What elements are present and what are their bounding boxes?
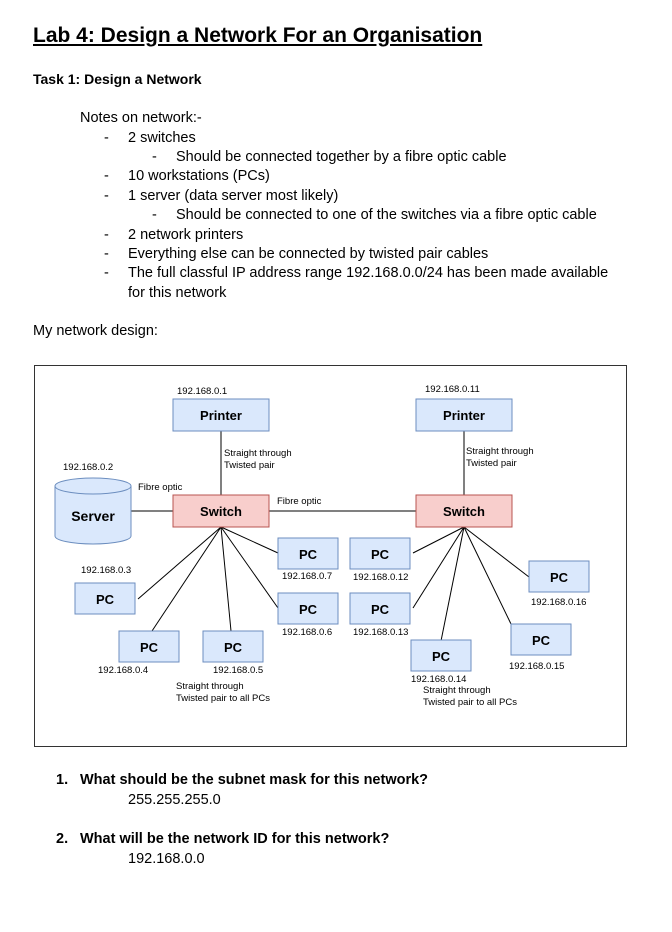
link-sw1-pc3 bbox=[137, 526, 222, 600]
bullet-dash: - bbox=[104, 227, 109, 243]
design-label: My network design: bbox=[33, 323, 158, 339]
question-text: What should be the subnet mask for this … bbox=[80, 772, 429, 788]
label-straight-through: Straight through bbox=[423, 685, 491, 696]
ip-printer-1: 192.168.0.1 bbox=[177, 386, 227, 397]
server-icon bbox=[54, 477, 132, 545]
pc-12-box bbox=[349, 537, 411, 570]
link-sw2-pc15 bbox=[463, 526, 512, 625]
pc-6-box bbox=[277, 592, 339, 625]
list-item: 2 switches bbox=[128, 130, 196, 146]
pc-12-label: PC bbox=[371, 547, 390, 562]
switch-2-box bbox=[415, 494, 513, 528]
list-item: for this network bbox=[128, 285, 227, 301]
switch-2-label: Switch bbox=[443, 504, 485, 519]
label-straight-through: Straight through bbox=[466, 446, 534, 457]
label-fibre-optic-server: Fibre optic bbox=[138, 482, 183, 493]
connection-lines bbox=[131, 431, 530, 642]
pc-7-label: PC bbox=[299, 547, 318, 562]
answer-text: 192.168.0.0 bbox=[128, 851, 205, 867]
switch-1-label: Switch bbox=[200, 504, 242, 519]
printer-2-box bbox=[415, 398, 513, 432]
ip-pc-16: 192.168.0.16 bbox=[531, 597, 586, 608]
list-item: Everything else can be connected by twis… bbox=[128, 246, 489, 262]
bullet-dash: - bbox=[104, 246, 109, 262]
list-item: 2 network printers bbox=[128, 227, 244, 243]
bullet-dash: - bbox=[104, 265, 109, 281]
pc-13-box bbox=[349, 592, 411, 625]
pc-5-box bbox=[202, 630, 264, 663]
pc-16-label: PC bbox=[550, 570, 569, 585]
ip-pc-4: 192.168.0.4 bbox=[98, 665, 148, 676]
ip-server: 192.168.0.2 bbox=[63, 462, 113, 473]
pc-4-label: PC bbox=[140, 640, 159, 655]
link-sw1-pc5 bbox=[220, 526, 232, 632]
question-number: 2. bbox=[56, 831, 69, 847]
label-twisted-pair: Twisted pair bbox=[466, 458, 517, 469]
pc-15-box bbox=[510, 623, 572, 656]
pc-13-label: PC bbox=[371, 602, 390, 617]
pc-3-box bbox=[74, 582, 136, 615]
link-sw2-pc16 bbox=[463, 526, 530, 578]
question-number: 1. bbox=[56, 772, 69, 788]
question-text: What will be the network ID for this net… bbox=[80, 831, 390, 847]
label-straight-through: Straight through bbox=[176, 681, 244, 692]
link-sw1-pc7 bbox=[220, 526, 279, 554]
label-fibre-optic-switches: Fibre optic bbox=[277, 496, 322, 507]
ip-pc-12: 192.168.0.12 bbox=[353, 572, 408, 583]
server-label: Server bbox=[71, 508, 115, 524]
link-sw1-pc4 bbox=[151, 526, 222, 632]
bullet-dash: - bbox=[104, 168, 109, 184]
label-straight-through: Straight through bbox=[224, 448, 292, 459]
ip-pc-7: 192.168.0.7 bbox=[282, 571, 332, 582]
link-sw1-pc6 bbox=[220, 526, 279, 609]
list-item: Should be connected together by a fibre … bbox=[176, 149, 507, 165]
ip-pc-14: 192.168.0.14 bbox=[411, 674, 466, 685]
pc-7-box bbox=[277, 537, 339, 570]
pc-16-box bbox=[528, 560, 590, 593]
list-item: The full classful IP address range 192.1… bbox=[128, 265, 609, 281]
printer-2-label: Printer bbox=[443, 408, 485, 423]
notes-heading: Notes on network:- bbox=[80, 110, 202, 126]
printer-1-box bbox=[172, 398, 270, 432]
label-twisted-pair: Twisted pair bbox=[224, 460, 275, 471]
link-sw2-pc13 bbox=[412, 526, 465, 609]
pc-3-label: PC bbox=[96, 592, 115, 607]
ip-printer-2: 192.168.0.11 bbox=[425, 384, 480, 395]
bullet-dash: - bbox=[152, 207, 157, 223]
ip-pc-13: 192.168.0.13 bbox=[353, 627, 408, 638]
link-sw2-pc12 bbox=[412, 526, 465, 554]
bullet-dash: - bbox=[104, 130, 109, 146]
bullet-dash: - bbox=[152, 149, 157, 165]
ip-pc-5: 192.168.0.5 bbox=[213, 665, 263, 676]
bullet-dash: - bbox=[104, 188, 109, 204]
answer-text: 255.255.255.0 bbox=[128, 792, 221, 808]
pc-14-label: PC bbox=[432, 649, 451, 664]
ip-pc-15: 192.168.0.15 bbox=[509, 661, 564, 672]
printer-1-label: Printer bbox=[200, 408, 242, 423]
pc-6-label: PC bbox=[299, 602, 318, 617]
switch-1-box bbox=[172, 494, 270, 528]
label-twisted-pair-all: Twisted pair to all PCs bbox=[423, 697, 517, 708]
task-heading: Task 1: Design a Network bbox=[33, 71, 202, 87]
pc-14-box bbox=[410, 639, 472, 672]
network-diagram: Printer 192.168.0.1 Printer 192.168.0.11… bbox=[34, 365, 627, 747]
list-item: 1 server (data server most likely) bbox=[128, 188, 339, 204]
link-sw2-pc14 bbox=[440, 526, 465, 642]
ip-pc-3: 192.168.0.3 bbox=[81, 565, 131, 576]
ip-pc-6: 192.168.0.6 bbox=[282, 627, 332, 638]
pc-5-label: PC bbox=[224, 640, 243, 655]
pc-4-box bbox=[118, 630, 180, 663]
list-item: Should be connected to one of the switch… bbox=[176, 207, 597, 223]
list-item: 10 workstations (PCs) bbox=[128, 168, 270, 184]
pc-15-label: PC bbox=[532, 633, 551, 648]
label-twisted-pair-all: Twisted pair to all PCs bbox=[176, 693, 270, 704]
page-title: Lab 4: Design a Network For an Organisat… bbox=[33, 24, 483, 47]
